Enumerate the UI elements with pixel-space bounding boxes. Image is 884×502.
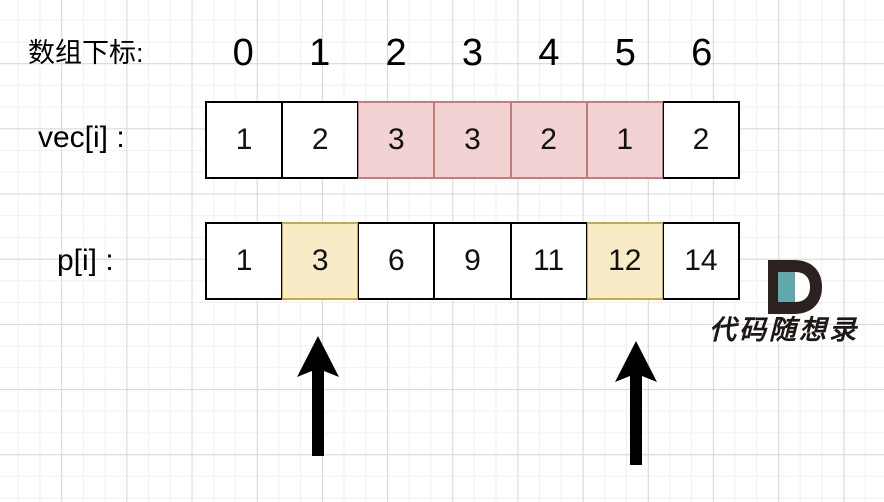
watermark-logo-d-icon bbox=[764, 258, 826, 316]
p-cell-1: 3 bbox=[282, 222, 359, 300]
vec-cell-6: 2 bbox=[662, 101, 740, 179]
p-cell-2: 6 bbox=[358, 222, 435, 300]
index-label-5: 5 bbox=[614, 32, 636, 74]
p-array-label: p[i] : bbox=[57, 244, 114, 277]
index-label-2: 2 bbox=[385, 32, 407, 74]
vec-cell-3: 3 bbox=[434, 101, 511, 179]
watermark: 代码随想录 bbox=[686, 258, 882, 358]
index-label-1: 1 bbox=[309, 32, 331, 74]
index-label-6: 6 bbox=[691, 32, 713, 74]
index-label-3: 3 bbox=[461, 32, 484, 74]
vec-array-row: 1 2 3 3 2 1 2 bbox=[205, 101, 740, 179]
vec-cell-2: 3 bbox=[358, 101, 435, 179]
index-label-0: 0 bbox=[232, 32, 254, 74]
p-cell-6: 14 bbox=[662, 222, 740, 300]
vec-cell-5: 1 bbox=[586, 101, 663, 179]
vec-array-label: vec[i] : bbox=[38, 121, 125, 154]
vec-cell-4: 2 bbox=[510, 101, 587, 179]
vec-cell-1: 2 bbox=[282, 101, 359, 179]
vec-cell-0: 1 bbox=[205, 101, 283, 179]
p-array-row: 1 3 6 9 11 12 14 bbox=[205, 222, 740, 300]
watermark-text: 代码随想录 bbox=[709, 315, 859, 346]
p-cell-4: 11 bbox=[510, 222, 587, 300]
index-label-4: 4 bbox=[538, 32, 560, 74]
array-index-row: 0 1 2 3 4 5 6 bbox=[205, 29, 740, 77]
p-cell-5: 12 bbox=[586, 222, 663, 300]
p-cell-3: 9 bbox=[434, 222, 511, 300]
p-cell-0: 1 bbox=[205, 222, 283, 300]
array-index-label: 数组下标: bbox=[28, 38, 144, 68]
pointer-arrow-left-icon bbox=[291, 334, 345, 464]
pointer-arrow-right-icon bbox=[609, 339, 663, 469]
